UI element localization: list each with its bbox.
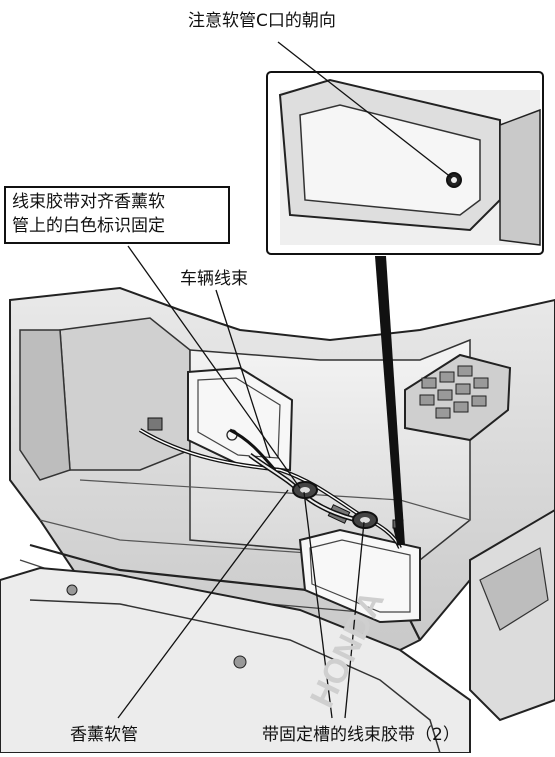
right-pillar [469, 508, 555, 722]
vehicle-harness-route [138, 417, 402, 549]
leader-vehicle-harness [215, 289, 271, 459]
callout-vehicle-harness: 车辆线束 [180, 269, 248, 289]
inset-detail [266, 71, 544, 255]
leader-clamp-alignment [127, 245, 301, 489]
leader-clip-1 [303, 491, 333, 719]
leader-clip-2 [344, 521, 365, 719]
harness-opening [298, 528, 421, 624]
harness-clip-2 [352, 511, 378, 529]
vent-grille [404, 353, 512, 442]
callout-fragrance-hose: 香薰软管 [70, 725, 138, 745]
callout-harness-clip-with-slot: 带固定槽的线束胶带（2） [262, 725, 460, 745]
callout-clamp-alignment: 线束胶带对齐香薰软 管上的白色标识固定 [4, 186, 230, 244]
callout-clamp-alignment-line2: 管上的白色标识固定 [12, 216, 165, 236]
callout-hose-port-orientation: 注意软管C口的朝向 [188, 11, 336, 31]
inset-pointer [375, 256, 405, 545]
callout-clamp-alignment-line1: 线束胶带对齐香薰软 [12, 192, 165, 212]
leader-hose-port [277, 41, 453, 179]
leader-fragrance-hose [117, 489, 289, 719]
